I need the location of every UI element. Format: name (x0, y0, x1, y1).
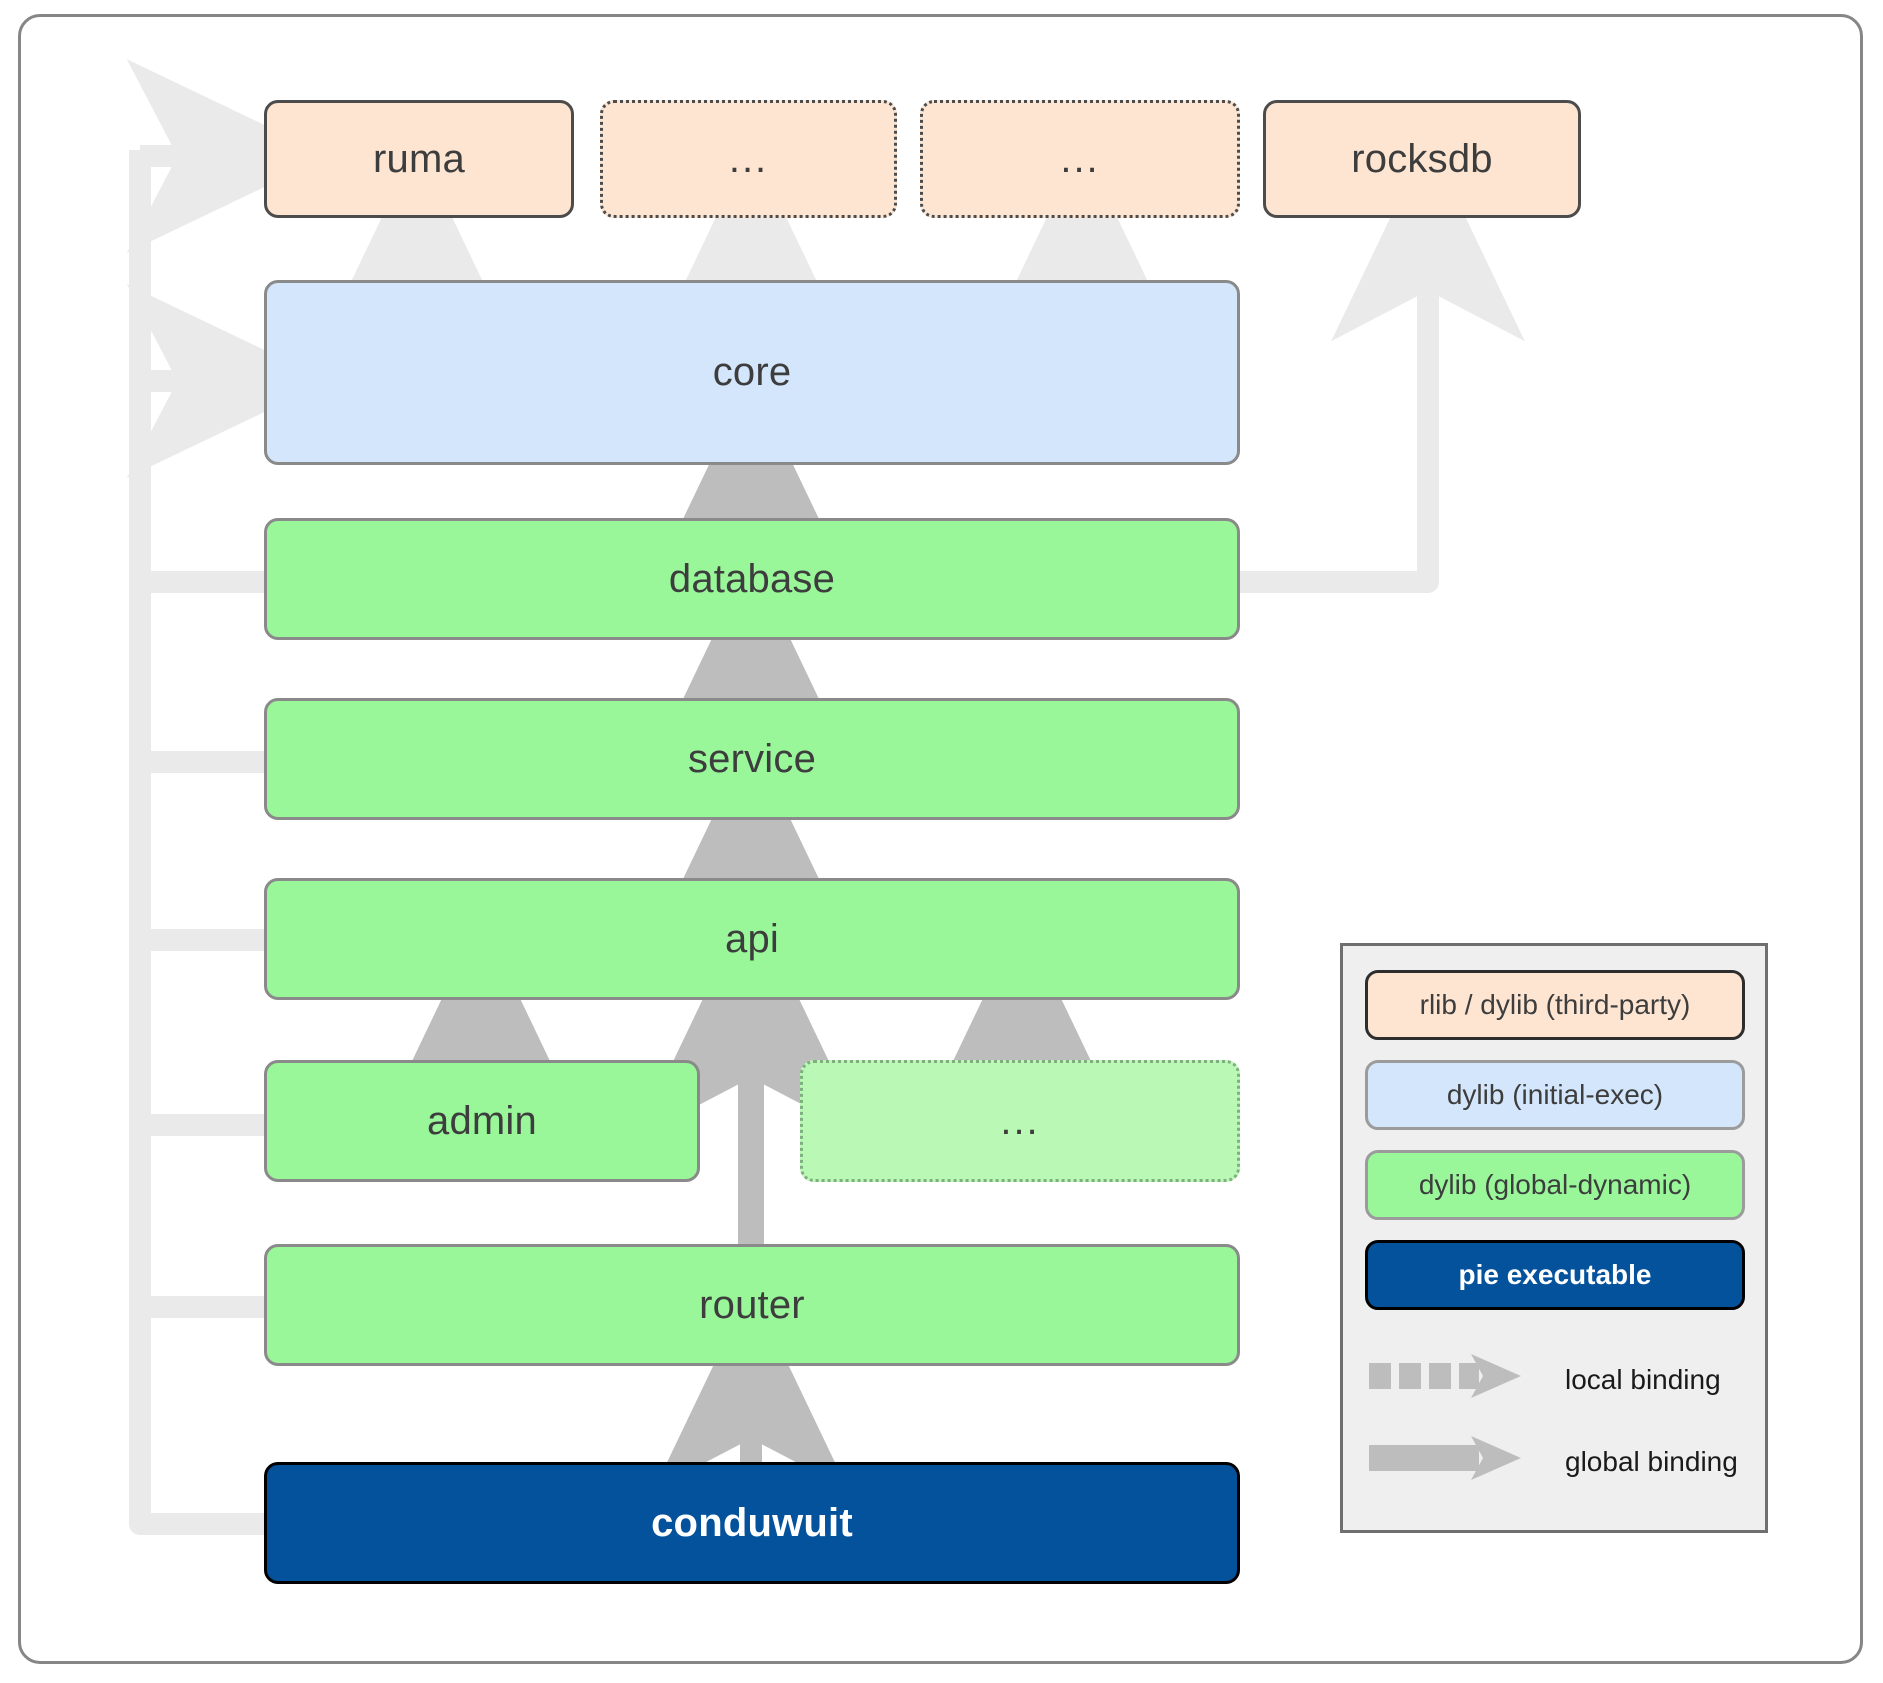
legend-global-binding-label: global binding (1565, 1446, 1738, 1477)
node-more-label: ... (1000, 1099, 1040, 1143)
node-api[interactable]: api (264, 878, 1240, 1000)
node-conduwuit[interactable]: conduwuit (264, 1462, 1240, 1584)
node-conduwuit-label: conduwuit (651, 1500, 853, 1545)
legend-panel: rlib / dylib (third-party) dylib (initia… (1340, 943, 1768, 1533)
node-ext1[interactable]: ... (600, 100, 897, 218)
node-service[interactable]: service (264, 698, 1240, 820)
local-binding-arrow-icon (1369, 1354, 1521, 1398)
node-service-label: service (687, 736, 817, 781)
node-ruma[interactable]: ruma (264, 100, 574, 218)
node-core-label: core (712, 350, 792, 394)
legend-item-initial-exec[interactable]: dylib (initial-exec) (1365, 1060, 1745, 1130)
legend-item-third-party-label: rlib / dylib (third-party) (1419, 989, 1691, 1020)
node-more[interactable]: ... (800, 1060, 1240, 1182)
node-ext2[interactable]: ... (920, 100, 1240, 218)
node-core[interactable]: core (264, 280, 1240, 465)
node-router-label: router (699, 1282, 805, 1327)
legend-binding-arrows (1369, 1354, 1521, 1480)
node-router[interactable]: router (264, 1244, 1240, 1366)
legend-item-initial-exec-label: dylib (initial-exec) (1446, 1079, 1664, 1110)
node-ext2-label: ... (1060, 137, 1100, 181)
legend-item-pie-executable-label: pie executable (1458, 1259, 1652, 1290)
legend-item-pie-executable[interactable]: pie executable (1365, 1240, 1745, 1310)
global-binding-arrow-icon (1369, 1436, 1521, 1480)
legend-item-third-party[interactable]: rlib / dylib (third-party) (1365, 970, 1745, 1040)
node-rocksdb[interactable]: rocksdb (1263, 100, 1581, 218)
node-admin-label: admin (427, 1098, 537, 1143)
node-ext1-label: ... (728, 137, 769, 181)
legend-local-binding-label: local binding (1565, 1364, 1721, 1395)
node-database[interactable]: database (264, 518, 1240, 640)
node-database-label: database (668, 556, 836, 601)
node-ruma-label: ruma (373, 136, 465, 181)
node-rocksdb-label: rocksdb (1351, 136, 1493, 181)
legend-item-global-dynamic-label: dylib (global-dynamic) (1418, 1169, 1692, 1200)
node-api-label: api (725, 916, 779, 961)
node-admin[interactable]: admin (264, 1060, 700, 1182)
legend-item-global-dynamic[interactable]: dylib (global-dynamic) (1365, 1150, 1745, 1220)
